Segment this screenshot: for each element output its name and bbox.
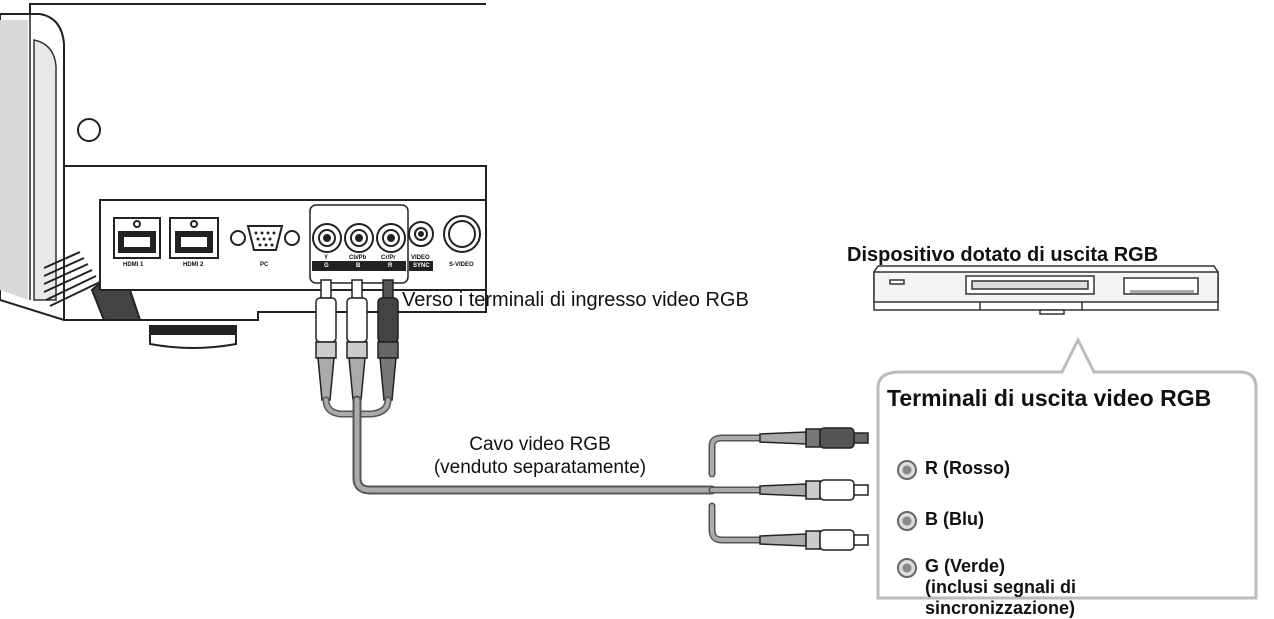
b-output-jack-icon [897,511,917,531]
video-label: VIDEO [411,255,430,261]
output-r-label: R (Rosso) [925,458,1010,478]
rgb-output-callout [876,336,1258,600]
rgb-cable [322,395,764,544]
hdmi-2-port [169,217,219,259]
pc-label: PC [260,262,269,268]
s-video-label: S-VIDEO [449,262,474,268]
output-g-label: G (Verde) (inclusi segnali di sincronizz… [925,556,1076,619]
connection-diagram [0,3,1258,600]
g-port-label: G [324,263,329,269]
pc-port [230,225,300,251]
outputs-title: Terminali di uscita video RGB [887,385,1212,411]
cable-label: Cavo video RGB (venduto separatamente) [405,433,675,479]
g-output-jack-icon [897,558,917,578]
output-g-line2: (inclusi segnali di [925,577,1077,597]
r-output-jack-icon [897,460,917,480]
device-title: Dispositivo dotato di uscita RGB [847,244,1159,266]
projector [0,3,487,349]
sync-label: SYNC [413,263,430,269]
output-g-line3: sincronizzazione) [925,598,1076,618]
rca-plugs-device [759,427,869,551]
cable-label-line1: Cavo video RGB [469,434,611,455]
hdmi-1-port [113,217,161,259]
rgb-input-group [309,204,409,284]
b-port-label: B [356,263,361,269]
video-sync-port [408,221,434,271]
cb-label: Cb/Pb [349,255,367,261]
output-g-line1: G (Verde) [925,556,1006,576]
hdmi-2-label: HDMI 2 [183,262,204,268]
rgb-output-device [873,265,1219,315]
r-port-label: R [388,263,393,269]
hdmi-1-label: HDMI 1 [123,262,144,268]
s-video-port [443,215,481,253]
rgb-input-label: Verso i terminali di ingresso video RGB [402,289,749,311]
y-label: Y [324,255,329,261]
rca-plugs-projector [315,279,399,401]
cable-label-line2: (venduto separatamente) [433,457,647,478]
output-b-label: B (Blu) [925,509,984,529]
cr-label: Cr/Pr [381,255,396,261]
